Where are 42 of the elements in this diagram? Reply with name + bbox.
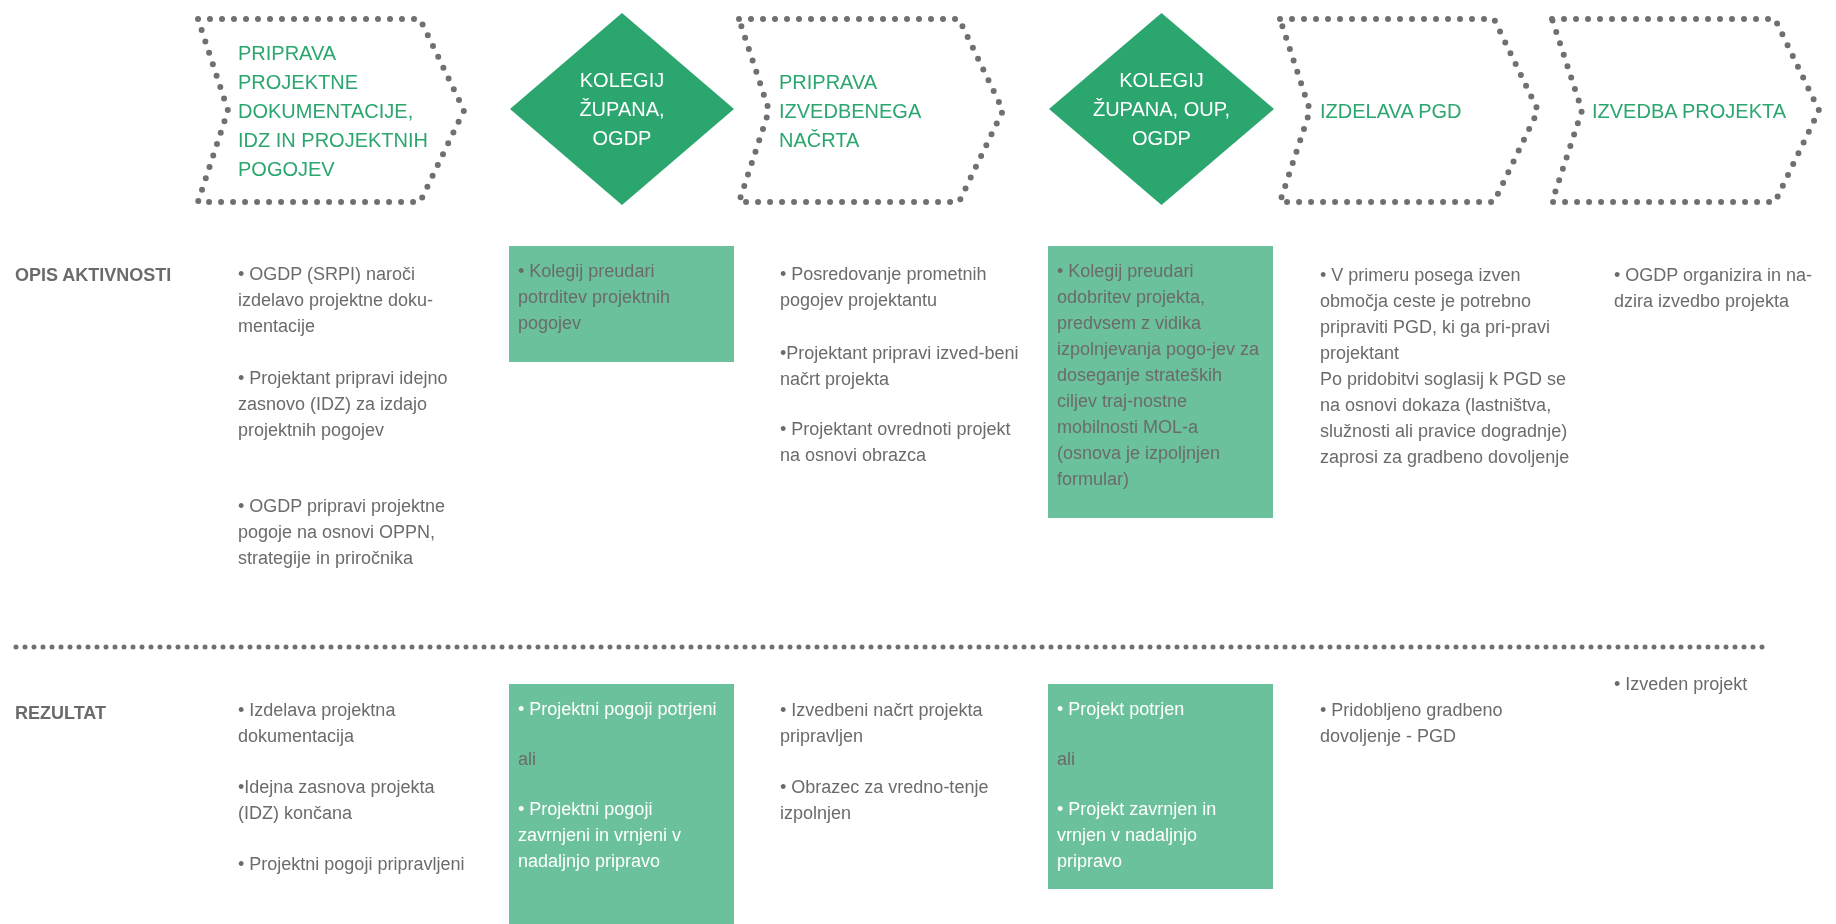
step-title: IZVEDBA PROJEKTA — [1592, 98, 1788, 123]
step-title: PRIPRAVA PROJEKTNE DOKUMENTACIJE, IDZ IN PROJEKTNIH POGOJEV — [238, 40, 429, 181]
description-text: Po pridobitvi soglasij k PGD se na osnovi dokaza (lastništva, služnosti ali pravice dogradnje) zaprosi za gradbeno dovoljenje — [1320, 368, 1570, 469]
highlight-box — [509, 246, 734, 362]
decision-title: KOLEGIJ ŽUPANA, OGDP — [578, 67, 666, 151]
result-text: ali — [518, 748, 537, 771]
description-text: • Projektant ovrednoti projekt na osnovi obrazca — [780, 418, 1012, 467]
decision-diamond — [510, 13, 734, 205]
description-text: • Obrazec za vredno-tenje izpolnjen — [780, 776, 990, 825]
highlight-box — [1048, 246, 1273, 518]
decision-title: KOLEGIJ ŽUPANA, OUP, OGDP — [1091, 67, 1232, 151]
description-text: • OGDP (SRPI) naroči izdelavo projektne doku-mentacije — [238, 263, 435, 338]
result-text: • Kolegij preudari odobritev projekta, predvsem z vidika izpolnjevanja pogo-jev za doseganje strateških ciljev traj-nostne mobilnosti MOL-a (osnova je izpoljnjen formular) — [1057, 260, 1261, 491]
description-text: • Projektni pogoji pripravljeni — [238, 853, 466, 876]
highlight-box — [509, 684, 734, 924]
result-text: • Projekt zavrnjen in vrnjen v nadaljnjo pripravo — [1057, 798, 1218, 873]
row-heading: REZULTAT — [15, 702, 107, 725]
result-text: • Kolegij preudari potrditev projektnih pogojev — [518, 260, 672, 335]
result-text: • Projektni pogoji potrjeni — [518, 698, 718, 721]
row-heading: OPIS AKTIVNOSTI — [15, 264, 173, 287]
decision-diamond — [1049, 13, 1274, 205]
result-text: • Projekt potrjen — [1057, 698, 1186, 721]
description-text: •Projektant pripravi izved-beni načrt projekta — [780, 342, 1020, 391]
result-text: • Projektni pogoji zavrnjeni in vrnjeni v nadaljnjo pripravo — [518, 798, 683, 873]
description-text: • Pridobljeno gradbeno dovoljenje - PGD — [1320, 699, 1504, 748]
description-text: • OGDP pripravi projektne pogoje na osnovi OPPN, strategije in priročnika — [238, 495, 447, 570]
description-text: • V primeru posega izven območja ceste je potrebno pripraviti PGD, ki ga pri-pravi projektant — [1320, 264, 1552, 365]
process-step — [1276, 15, 1542, 206]
description-text: • Izvedbeni načrt projekta pripravljen — [780, 699, 984, 748]
description-text: • Izveden projekt — [1614, 673, 1749, 696]
description-text: • Posredovanje prometnih pogojev projektantu — [780, 263, 988, 312]
highlight-box — [1048, 684, 1273, 889]
process-step — [194, 15, 468, 206]
step-title: PRIPRAVA IZVEDBENEGA NAČRTA — [779, 69, 922, 152]
process-step — [1548, 15, 1823, 206]
result-text: ali — [1057, 748, 1076, 771]
description-text: • Izdelava projektna dokumentacija — [238, 699, 397, 748]
description-text: • OGDP organizira in na-dzira izvedbo projekta — [1614, 264, 1814, 313]
description-text: •Idejna zasnova projekta (IDZ) končana — [238, 776, 436, 825]
process-step — [735, 15, 1007, 206]
description-text: • Projektant pripravi idejno zasnovo (IDZ) za izdajo projektnih pogojev — [238, 367, 449, 442]
step-title: IZDELAVA PGD — [1320, 98, 1463, 123]
